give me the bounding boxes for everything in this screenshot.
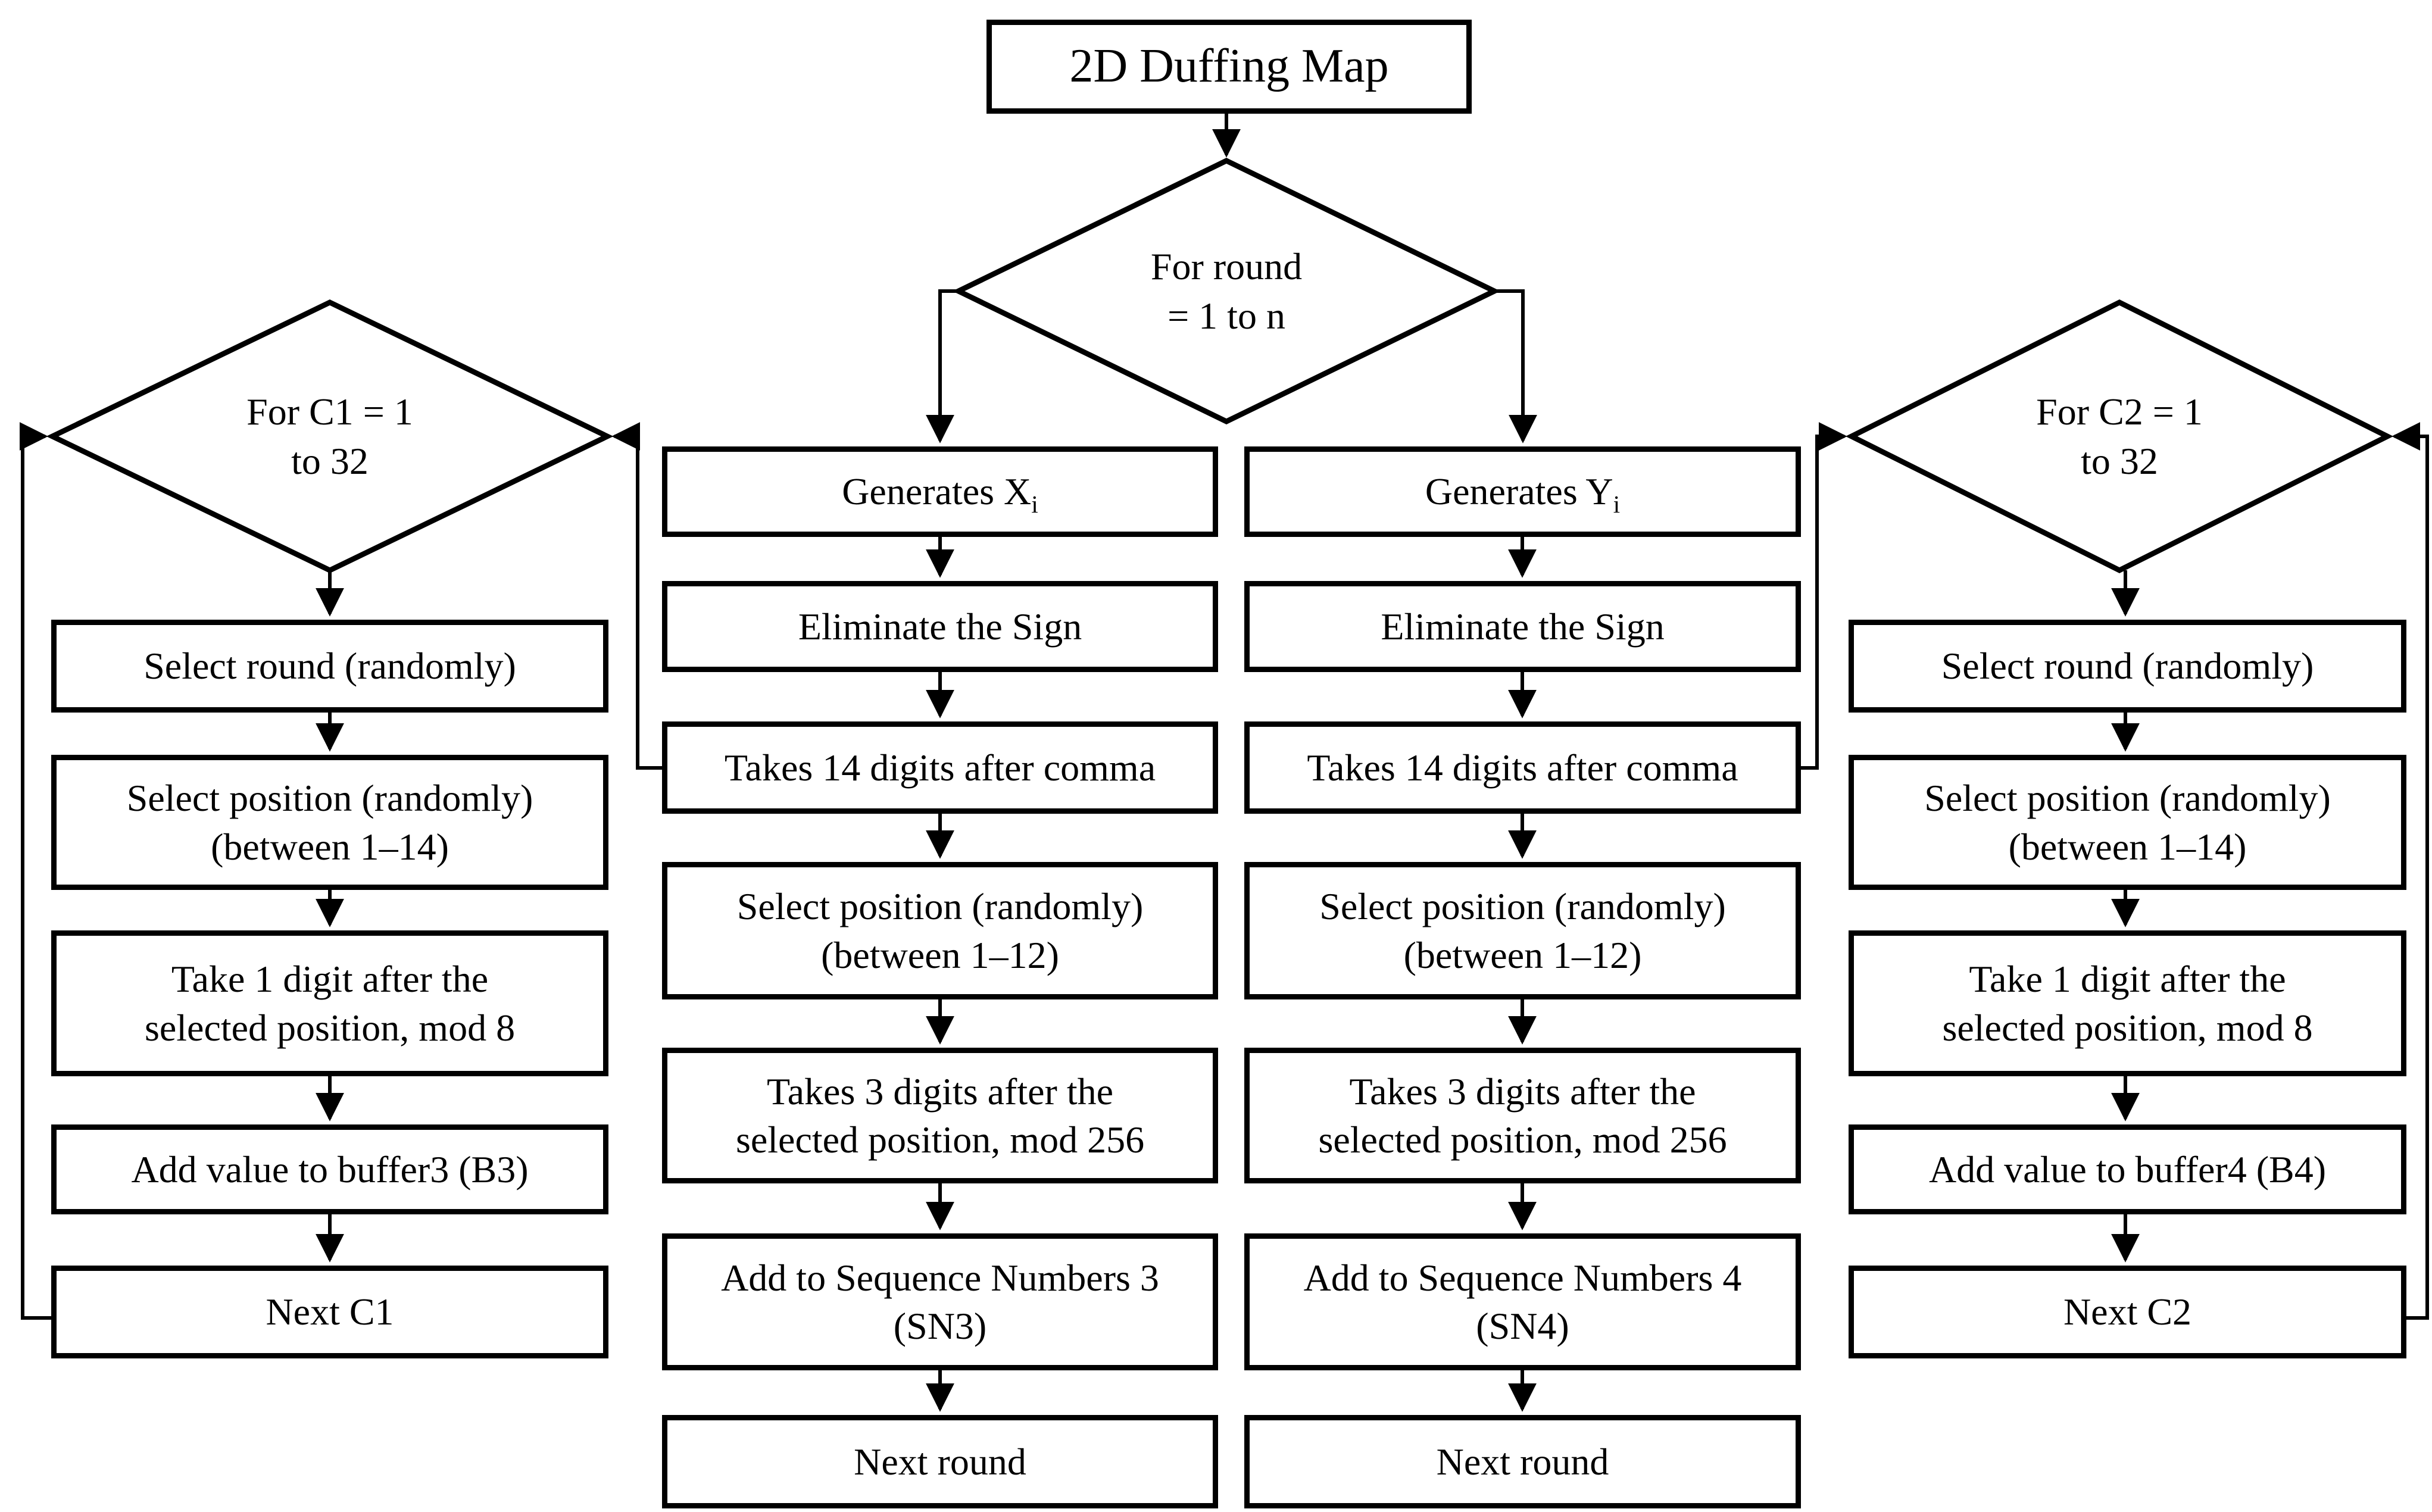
arrow-takes14y-to-c2-loop (1801, 422, 1847, 770)
node-x-select-position: Select position (randomly) (between 1–12… (662, 862, 1218, 999)
label-for-c2-loop: For C2 = 1 to 32 (2036, 390, 2203, 482)
node-x-eliminate-sign: Eliminate the Sign (662, 581, 1218, 672)
generates-yi-subscript: i (1613, 491, 1621, 518)
label-for-round-loop: For round = 1 to n (1150, 245, 1303, 337)
node-next-c1: Next C1 (51, 1266, 608, 1358)
node-y-next-round: Next round (1244, 1415, 1801, 1508)
arrow-takes14x-to-c1-loop (611, 422, 662, 770)
node-x-next-round: Next round (662, 1415, 1218, 1508)
node-y-add-to-sn4: Add to Sequence Numbers 4 (SN4) (1244, 1233, 1801, 1370)
arrow-nextc1-to-c1-loop (19, 422, 51, 1320)
node-c2-add-value-buffer4: Add value to buffer4 (B4) (1849, 1124, 2406, 1214)
diamond-for-round-loop (952, 157, 1501, 425)
node-next-c2: Next C2 (1849, 1266, 2406, 1358)
node-y-select-position: Select position (randomly) (between 1–12… (1244, 862, 1801, 999)
arrow-round-loop-to-generates-x (926, 289, 959, 443)
diamond-for-c2-loop (1845, 299, 2394, 574)
generates-yi-text: Generates Yi (1425, 467, 1621, 518)
node-y-eliminate-sign: Eliminate the Sign (1244, 581, 1801, 672)
node-c2-take-1-digit: Take 1 digit after the selected position… (1849, 930, 2406, 1076)
node-y-takes-14-digits: Takes 14 digits after comma (1244, 721, 1801, 814)
node-x-add-to-sn3: Add to Sequence Numbers 3 (SN3) (662, 1233, 1218, 1370)
arrow-round-loop-to-generates-y (1494, 289, 1537, 443)
node-generates-yi: Generates Yi (1244, 446, 1801, 537)
node-c2-select-position: Select position (randomly) (between 1–14… (1849, 755, 2406, 890)
node-c1-take-1-digit: Take 1 digit after the selected position… (51, 930, 608, 1076)
arrow-nextc2-to-c2-loop (2392, 422, 2429, 1320)
node-x-takes-14-digits: Takes 14 digits after comma (662, 721, 1218, 814)
generates-xi-subscript: i (1031, 491, 1038, 518)
node-c2-select-round: Select round (randomly) (1849, 620, 2406, 713)
label-for-c1-loop: For C1 = 1 to 32 (246, 390, 413, 482)
diamond-for-c1-loop (46, 299, 614, 573)
node-c1-select-position: Select position (randomly) (between 1–14… (51, 755, 608, 890)
generates-xi-main: Generates X (842, 470, 1032, 513)
node-c1-add-value-buffer3: Add value to buffer3 (B3) (51, 1124, 608, 1214)
node-y-takes-3-digits: Takes 3 digits after the selected positi… (1244, 1048, 1801, 1183)
generates-xi-text: Generates Xi (842, 467, 1038, 518)
node-x-takes-3-digits: Takes 3 digits after the selected positi… (662, 1048, 1218, 1183)
node-generates-xi: Generates Xi (662, 446, 1218, 537)
generates-yi-main: Generates Y (1425, 470, 1613, 513)
node-c1-select-round: Select round (randomly) (51, 620, 608, 713)
node-2d-duffing-map: 2D Duffing Map (986, 20, 1472, 114)
